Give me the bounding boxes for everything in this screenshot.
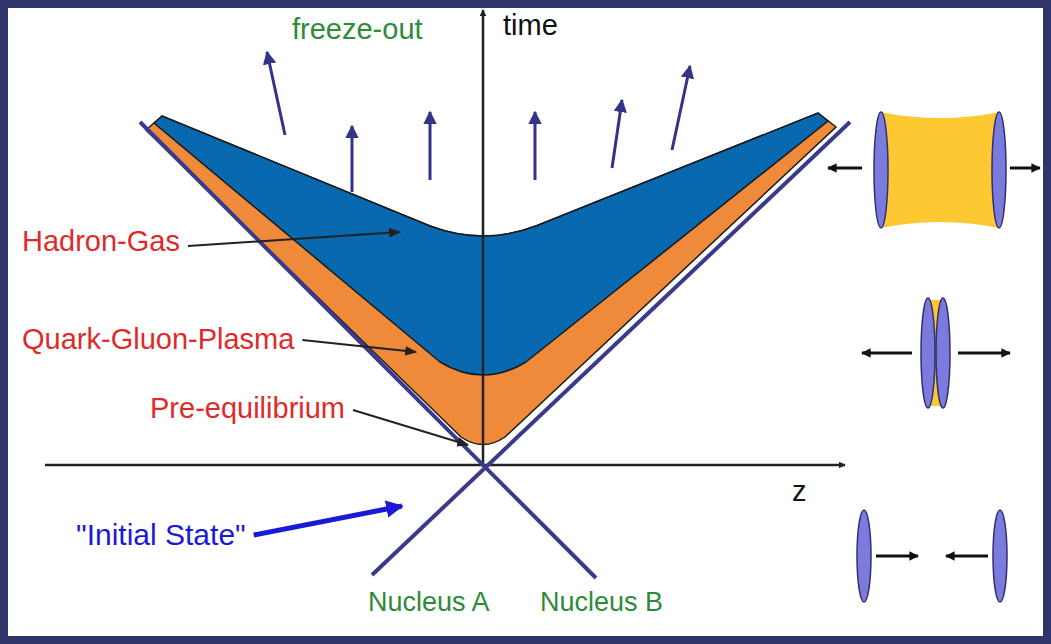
time-axis <box>482 10 485 465</box>
freeze-out-arrow <box>351 126 354 192</box>
region-label: Quark-Gluon-Plasma <box>22 324 294 356</box>
motion-arrow <box>946 555 988 558</box>
axis-label: time <box>503 10 558 42</box>
freeze-out-arrow <box>534 112 537 180</box>
motion-arrow <box>862 352 912 355</box>
freeze-out-arrow <box>429 112 432 180</box>
motion-arrow <box>1010 167 1040 170</box>
leader-arrow <box>254 506 402 535</box>
z-axis <box>45 464 845 467</box>
freeze-out-arrow <box>612 100 622 168</box>
nucleus-label: Nucleus A <box>368 588 490 618</box>
nucleus-disc <box>874 112 888 228</box>
phase-label: freeze-out <box>292 14 423 46</box>
leader-arrow <box>188 232 400 246</box>
motion-arrow <box>876 555 918 558</box>
stage-label: "Initial State" <box>76 518 246 551</box>
nucleus-disc <box>857 510 871 602</box>
motion-arrow <box>958 352 1010 355</box>
freeze-out-arrow <box>672 66 690 150</box>
leader-arrow <box>353 410 468 445</box>
fireball <box>880 112 1000 228</box>
nucleus-disc <box>921 298 935 408</box>
qgp-region <box>146 113 836 445</box>
axis-label: z <box>792 476 807 508</box>
leader-arrow <box>302 340 416 352</box>
motion-arrow <box>828 167 862 170</box>
region-label: Pre-equilibrium <box>150 393 345 425</box>
freeze-out-arrow <box>267 52 285 135</box>
nucleus-disc <box>936 298 950 408</box>
nucleus-disc <box>993 510 1007 602</box>
nucleus-label: Nucleus B <box>540 588 663 618</box>
nucleus-trajectory <box>372 122 850 575</box>
region-label: Hadron-Gas <box>22 226 180 258</box>
nucleus-disc <box>992 112 1006 228</box>
